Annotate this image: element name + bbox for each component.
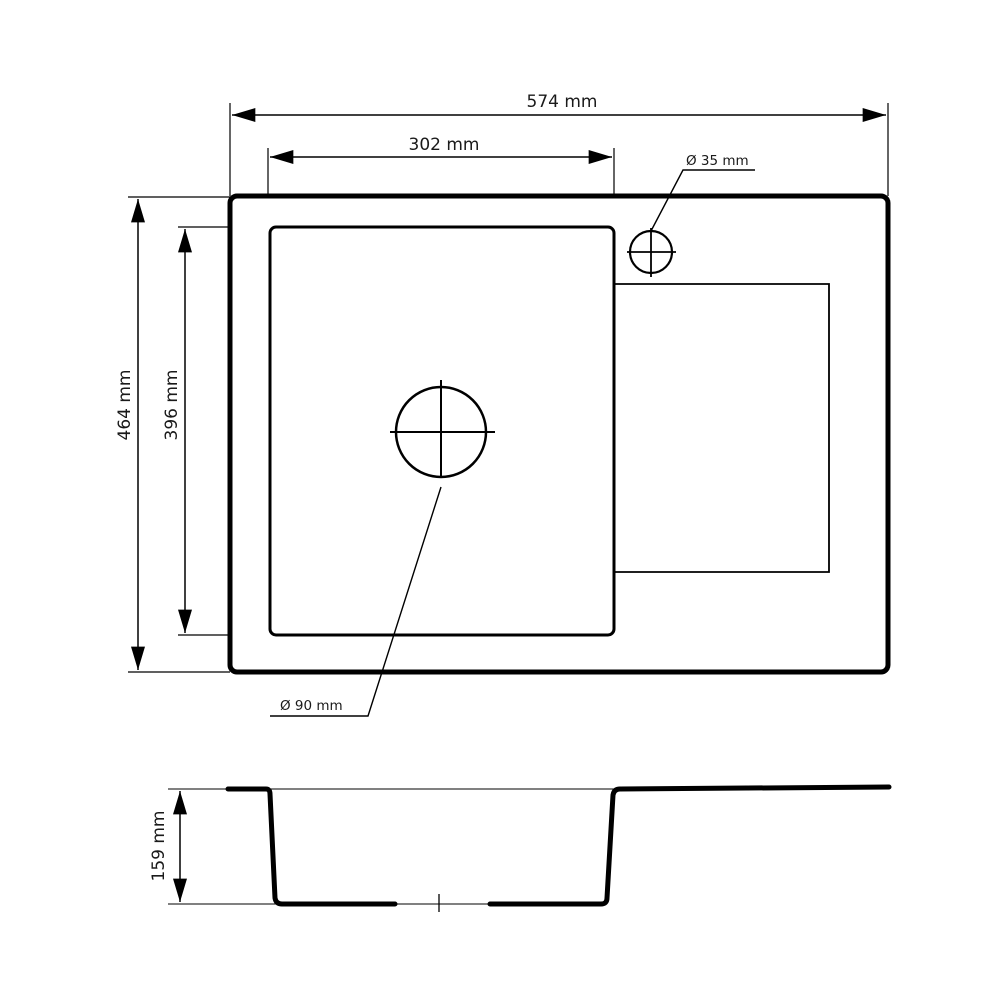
- tap-hole-label: Ø 35 mm: [686, 153, 749, 169]
- overall-depth-label: 464 mm: [115, 370, 135, 441]
- drain-label: Ø 90 mm: [280, 698, 343, 714]
- bowl-height-label: 159 mm: [149, 811, 169, 882]
- bowl-depth-label: 396 mm: [162, 370, 182, 441]
- tap-hole-icon: [627, 228, 676, 277]
- drain-callout: Ø 90 mm: [270, 486, 442, 717]
- dimension-302: 302 mm: [267, 135, 615, 196]
- side-view: [168, 784, 892, 912]
- dimension-396: 396 mm: [162, 226, 230, 636]
- sink-profile: [225, 784, 892, 907]
- drainboard-outline: [614, 283, 830, 573]
- drain-hole-icon: [390, 380, 495, 479]
- bowl-outline: [268, 225, 616, 637]
- outer-rim: [227, 193, 891, 675]
- dimension-159: 159 mm: [149, 790, 187, 903]
- tap-hole-callout: Ø 35 mm: [650, 153, 755, 232]
- top-view: [227, 193, 891, 675]
- dimension-574: 574 mm: [229, 92, 889, 196]
- dimension-464: 464 mm: [115, 196, 230, 673]
- overall-width-label: 574 mm: [527, 92, 598, 112]
- bowl-width-label: 302 mm: [409, 135, 480, 155]
